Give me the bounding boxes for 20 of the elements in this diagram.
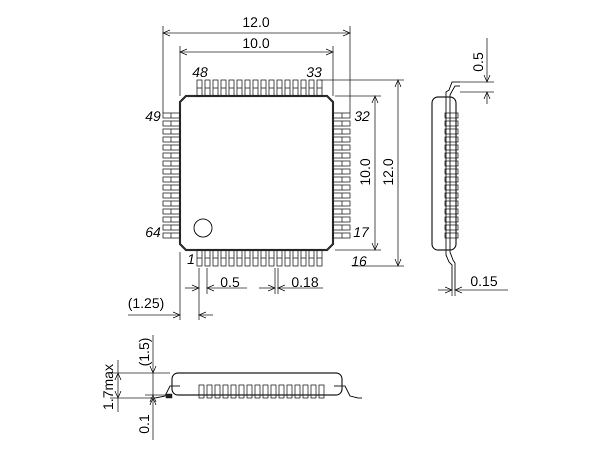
pin-number: 49	[145, 109, 161, 123]
dimension-label: 0.5	[471, 52, 485, 72]
dimension-label: (1.25)	[128, 296, 164, 310]
pin-number: 16	[351, 254, 367, 268]
pin-number: 1	[187, 252, 195, 266]
dimension-label: 0.1	[137, 414, 151, 434]
pin-number: 64	[145, 225, 161, 239]
pin-number: 48	[192, 65, 208, 79]
dimension-label: 12.0	[242, 15, 270, 29]
pin-number: 33	[306, 65, 322, 79]
dimension-label: 0.18	[291, 275, 319, 289]
dimension-label: (1.5)	[137, 338, 151, 366]
pin-number: 17	[353, 225, 369, 239]
pin-number: 32	[354, 109, 370, 123]
dimension-label: 10.0	[358, 158, 372, 186]
dimension-label: 10.0	[242, 36, 270, 50]
dimension-label: 0.15	[470, 274, 498, 288]
dimension-label: 12.0	[381, 158, 395, 186]
dimension-label: 0.5	[220, 275, 240, 289]
dimension-label: 1.7max	[101, 364, 115, 410]
